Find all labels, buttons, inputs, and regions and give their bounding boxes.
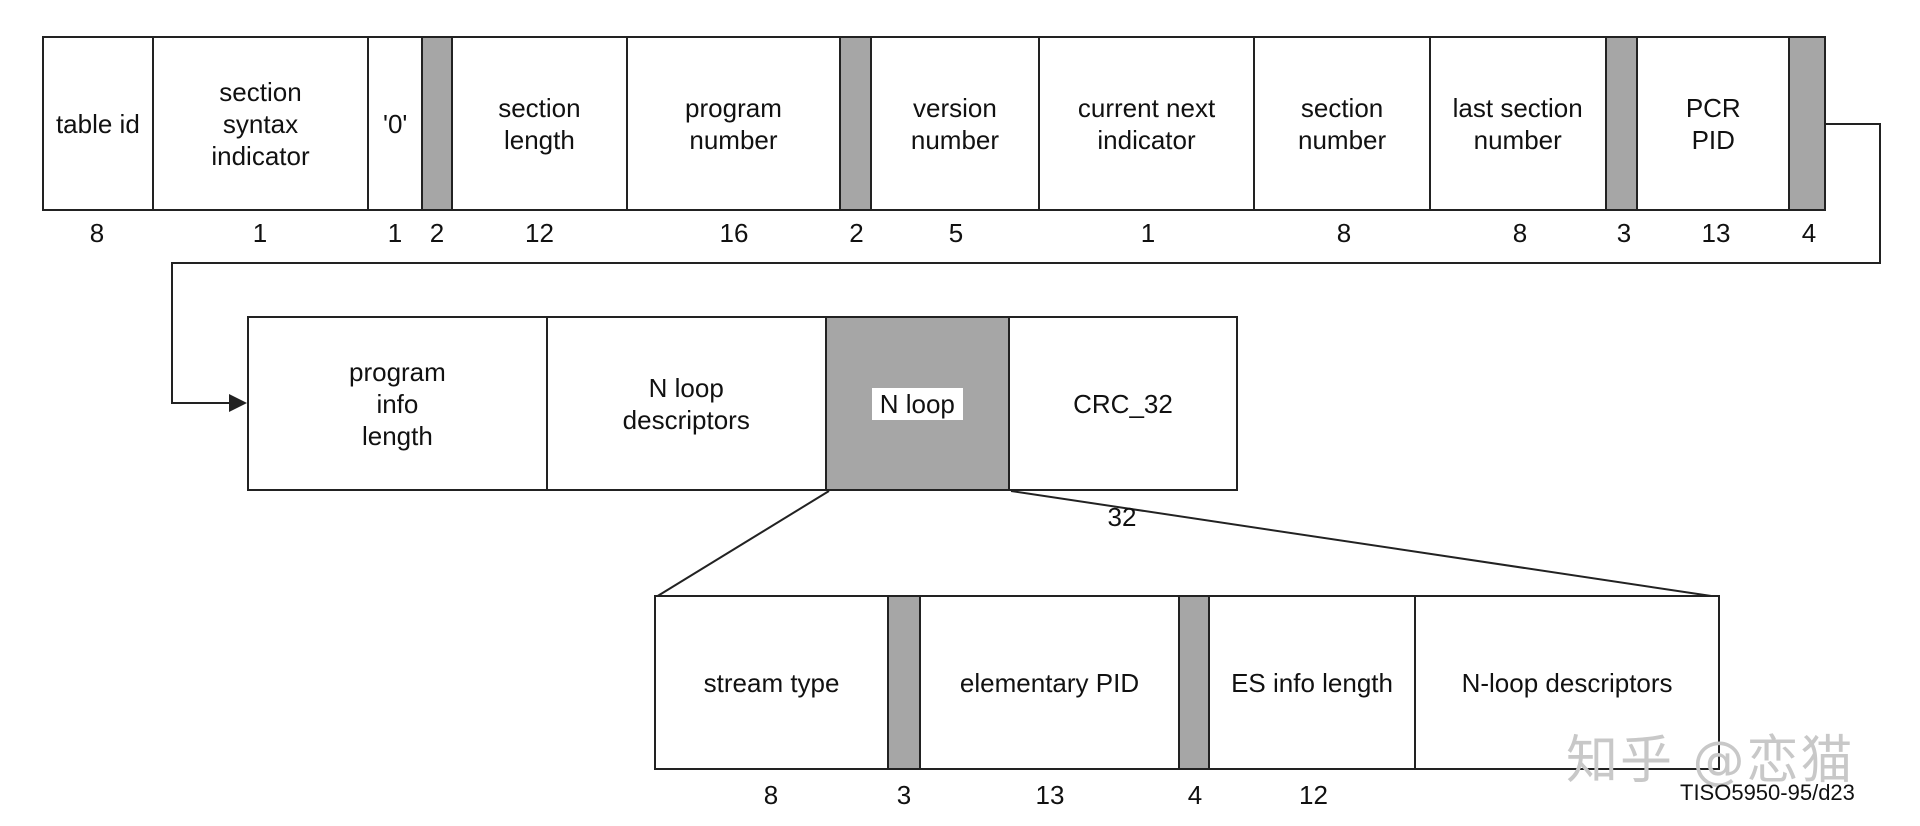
bit-width-label: 3 (1616, 218, 1632, 248)
field-section-syntax-indicator: section syntax indicator (154, 38, 370, 209)
field-program-info-length: program info length (249, 318, 548, 489)
crc-bit-width: 32 (1107, 502, 1137, 532)
field-label: section number (1298, 92, 1387, 155)
field-label: elementary PID (959, 667, 1140, 698)
field-label: program info length (348, 356, 446, 451)
field-last-section-number: last section number (1431, 38, 1607, 209)
field-label: version number (910, 92, 1000, 155)
field-label: current next indicator (1077, 92, 1216, 155)
field-label: CRC_32 (1073, 388, 1173, 419)
reserved-field-3 (1180, 597, 1210, 768)
pmt-header-row: table id section syntax indicator '0' secti… (42, 36, 1826, 211)
bit-width-label: 1 (387, 218, 403, 248)
field-label: '0' (383, 108, 408, 139)
field-pcr-pid: PCR PID (1638, 38, 1791, 209)
field-table-id: table id (44, 38, 154, 209)
stream-loop-bit-widths: 8 3 13 4 12 (0, 780, 1920, 820)
reserved-field-3 (423, 38, 454, 209)
bit-width-label: 5 (948, 218, 964, 248)
reserved-field-1 (889, 597, 922, 768)
reserved-field-6 (841, 38, 873, 209)
field-label: table id (55, 108, 140, 139)
bit-width-label: 8 (763, 780, 779, 810)
field-label: stream type (703, 667, 840, 698)
continuation-arrowhead (229, 394, 247, 412)
bit-width-label: 2 (849, 218, 864, 248)
field-elementary-pid: elementary PID (921, 597, 1181, 768)
field-es-info-length: ES info length (1210, 597, 1417, 768)
field-label: section syntax indicator (211, 76, 310, 171)
field-label: PCR PID (1685, 92, 1741, 155)
bit-width-label: 1 (1140, 218, 1156, 248)
field-section-length: section length (453, 38, 628, 209)
expansion-line-left (655, 490, 830, 598)
field-label: last section number (1452, 92, 1583, 155)
field-current-next-indicator: current next indicator (1040, 38, 1256, 209)
program-info-row: program info length N loop descriptors N l… (247, 316, 1238, 491)
field-n-loop: N loop (826, 318, 1010, 489)
field-program-number: program number (628, 38, 842, 209)
figure-id: TISO5950-95/d23 (1680, 780, 1855, 805)
field-n-loop-descriptors: N loop descriptors (548, 318, 827, 489)
field-0: '0' (369, 38, 424, 209)
reserved-field-11 (1606, 38, 1639, 209)
field-stream-type: stream type (656, 597, 890, 768)
bit-width-label: 12 (525, 218, 554, 248)
bit-width-label: 3 (896, 780, 912, 810)
field-label: N loop (871, 387, 963, 420)
field-label: section length (498, 92, 581, 155)
bit-width-label: 16 (719, 218, 749, 248)
field-crc-32: CRC_32 (1010, 318, 1236, 489)
bit-width-label: 4 (1801, 218, 1817, 248)
field-label: ES info length (1231, 667, 1393, 698)
bit-width-label: 13 (1035, 780, 1065, 810)
bit-width-label: 1 (252, 218, 268, 248)
watermark: 知乎 @恋猫 (1566, 731, 1855, 791)
field-label: N loop descriptors (622, 372, 750, 435)
field-n-loop-descriptors: N-loop descriptors (1416, 597, 1718, 768)
bit-width-label: 4 (1187, 780, 1203, 810)
stream-loop-row: stream type elementary PID ES info length N… (654, 595, 1720, 770)
field-label: N-loop descriptors (1461, 667, 1673, 698)
bit-width-label: 8 (89, 218, 105, 248)
reserved-field-13 (1790, 38, 1825, 209)
bit-width-label: 8 (1336, 218, 1352, 248)
bit-width-label: 13 (1701, 218, 1731, 248)
field-section-number: section number (1255, 38, 1431, 209)
bit-width-label: 12 (1299, 780, 1328, 810)
field-label: program number (685, 92, 782, 155)
bit-width-label: 8 (1512, 218, 1528, 248)
field-version-number: version number (872, 38, 1040, 209)
bit-width-label: 2 (429, 218, 445, 248)
